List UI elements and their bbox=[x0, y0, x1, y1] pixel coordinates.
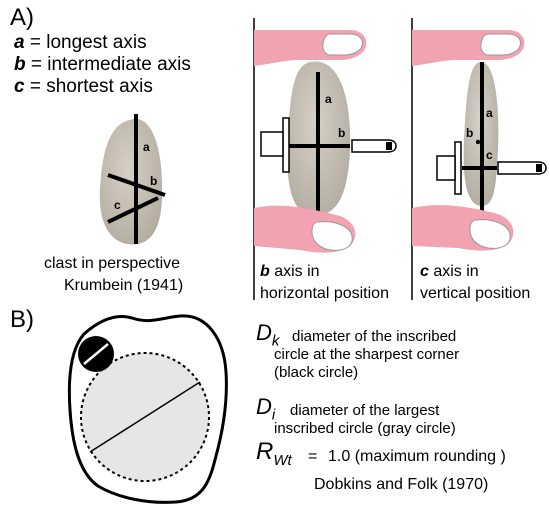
vertical-axis-a-label: a bbox=[486, 106, 493, 120]
rwt-symbol: RWt bbox=[256, 438, 292, 469]
perspective-axis-c-label: c bbox=[114, 198, 121, 212]
legend-b-letter: b bbox=[14, 54, 26, 75]
caliper-right-probe-2 bbox=[497, 161, 547, 175]
perspective-c-axis bbox=[107, 196, 159, 224]
perspective-b-axis bbox=[107, 173, 166, 197]
legend-b-text: = intermediate axis bbox=[25, 54, 191, 75]
vertical-b-axis-point bbox=[475, 139, 481, 145]
caliper-left-jaw-2 bbox=[454, 141, 462, 195]
di-symbol-subscript: i bbox=[271, 406, 276, 424]
dk-symbol-letter: D bbox=[256, 320, 272, 345]
di-line2: inscribed circle (gray circle) bbox=[274, 420, 456, 437]
caliper-left-block bbox=[260, 131, 284, 157]
rwt-symbol-subscript: Wt bbox=[273, 451, 292, 469]
vertical-axis-c-label: c bbox=[486, 148, 493, 162]
legend-c-text: = shortest axis bbox=[24, 76, 153, 97]
perspective-clast-group bbox=[99, 114, 166, 245]
vertical-caption-line1: c axis in bbox=[420, 262, 479, 282]
rwt-symbol-letter: R bbox=[256, 438, 274, 465]
horizontal-caption-line1: b axis in bbox=[260, 262, 320, 282]
dk-symbol: Dk bbox=[256, 320, 279, 349]
vertical-caption-axis: c bbox=[420, 263, 429, 280]
legend-c: c = shortest axis bbox=[14, 76, 153, 98]
reference-text: Dobkins and Folk (1970) bbox=[314, 476, 489, 493]
perspective-axis-b-label: b bbox=[150, 174, 158, 188]
horizontal-setup bbox=[254, 30, 397, 253]
legend-b: b = intermediate axis bbox=[14, 54, 191, 76]
legend-a: a = longest axis bbox=[14, 32, 147, 54]
caliper-left-jaw bbox=[282, 117, 290, 173]
black-circle-diameter bbox=[83, 343, 109, 365]
gray-circle-diameter bbox=[89, 381, 201, 453]
panel-b-label: B) bbox=[10, 306, 34, 333]
panel-a-label: A) bbox=[10, 4, 34, 31]
di-line1: diameter of the largest bbox=[290, 402, 440, 419]
horizontal-axis-b-label: b bbox=[338, 126, 346, 140]
bottom-fingernail-1 bbox=[311, 221, 353, 251]
bottom-fingernail-2 bbox=[469, 219, 511, 249]
vertical-caption-rest: axis in bbox=[428, 263, 479, 280]
caliper-right-probe bbox=[351, 139, 397, 153]
di-symbol-letter: D bbox=[256, 394, 272, 419]
horizontal-caption-axis: b bbox=[260, 263, 270, 280]
dk-line3: (black circle) bbox=[274, 364, 359, 381]
perspective-caption-line1: clast in perspective bbox=[44, 255, 181, 272]
di-symbol: Di bbox=[256, 394, 275, 423]
legend-a-text: = longest axis bbox=[24, 32, 147, 53]
dk-symbol-subscript: k bbox=[271, 332, 280, 350]
vertical-setup bbox=[412, 30, 547, 251]
caliper-left-block-2 bbox=[436, 155, 456, 181]
dk-line1: diameter of the inscribed bbox=[292, 328, 457, 345]
horizontal-caption-line2: horizontal position bbox=[260, 285, 389, 302]
perspective-axis-a-label: a bbox=[143, 140, 150, 154]
legend-c-letter: c bbox=[14, 76, 25, 97]
vertical-caption-line2: vertical position bbox=[420, 285, 531, 302]
top-fingernail-2 bbox=[480, 33, 521, 56]
vertical-axis-b-label: b bbox=[466, 126, 474, 140]
perspective-caption-line2: Krumbein (1941) bbox=[64, 277, 184, 294]
horizontal-axis-a-label: a bbox=[325, 92, 332, 106]
rwt-equals: = bbox=[308, 448, 318, 465]
dk-line2: circle at the sharpest corner bbox=[274, 346, 460, 363]
rwt-value: 1.0 (maximum rounding ) bbox=[328, 448, 506, 465]
legend-a-letter: a bbox=[14, 32, 25, 53]
grain-diagram bbox=[67, 314, 228, 504]
top-fingernail-1 bbox=[322, 33, 363, 56]
horizontal-caption-rest: axis in bbox=[269, 263, 320, 280]
caliper-right-tip bbox=[386, 142, 392, 150]
caliper-right-tip-2 bbox=[536, 164, 542, 172]
